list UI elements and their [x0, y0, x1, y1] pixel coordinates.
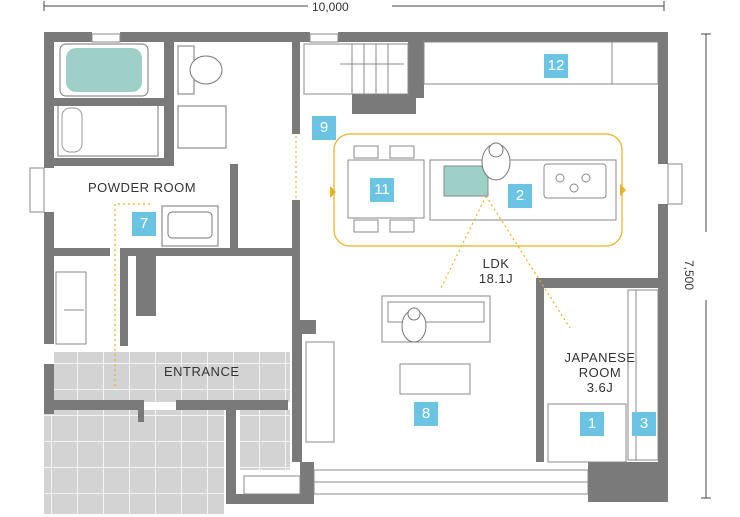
shower-floor: [57, 103, 159, 157]
fridge: [611, 41, 659, 85]
entrance-tile-floor: [54, 352, 290, 402]
width-dimension-line: [43, 1, 665, 11]
ldk-path-right: [485, 195, 571, 329]
depth-dimension-label: 7,500: [682, 260, 696, 291]
ldk-size: 18.1J: [478, 271, 514, 286]
windows: [29, 33, 683, 495]
staircase-icon: [303, 43, 409, 95]
powder-room-label: POWDER ROOM: [88, 180, 197, 195]
dining-table-icon: [347, 145, 425, 233]
badge-1: 1: [580, 412, 604, 436]
arrow-left: [330, 186, 336, 198]
shoe-closet: [55, 271, 87, 345]
walls: [44, 32, 668, 504]
width-dimension-label: 10,000: [312, 0, 349, 14]
badge-2: 2: [508, 184, 532, 208]
person-icon: [481, 142, 511, 181]
powder-room-path: [114, 203, 150, 386]
laundry-shelf: [177, 105, 227, 149]
coffee-table: [399, 363, 471, 395]
person-on-sofa-icon: [401, 307, 427, 343]
porch-tile-floor-right: [240, 410, 290, 470]
depth-dimension-line: [701, 33, 711, 499]
japanese-room-name-2: ROOM: [578, 365, 622, 380]
porch-tile-floor: [44, 410, 224, 514]
bathtub-icon: [59, 43, 149, 97]
badge-12: 12: [544, 54, 568, 78]
badge-8: 8: [414, 402, 438, 426]
badge-3: 3: [632, 412, 656, 436]
japanese-room-name-1: JAPANESE: [564, 350, 636, 365]
toilet-icon: [177, 45, 223, 95]
tv-board: [305, 341, 335, 443]
badge-9: 9: [312, 116, 336, 140]
entrance-label: ENTRANCE: [164, 364, 240, 379]
back-counter: [423, 41, 659, 85]
ldk-label: LDK 18.1J: [466, 256, 526, 286]
sink-icon: [161, 205, 219, 247]
badge-11: 11: [370, 178, 394, 202]
sofa-icon: [381, 295, 491, 343]
japanese-room-size: 3.6J: [586, 380, 614, 395]
badge-7: 7: [132, 212, 156, 236]
stove-icon: [543, 163, 607, 199]
japanese-room-label: JAPANESE ROOM 3.6J: [552, 350, 648, 395]
arrow-right: [620, 184, 626, 196]
ldk-name: LDK: [482, 256, 510, 271]
